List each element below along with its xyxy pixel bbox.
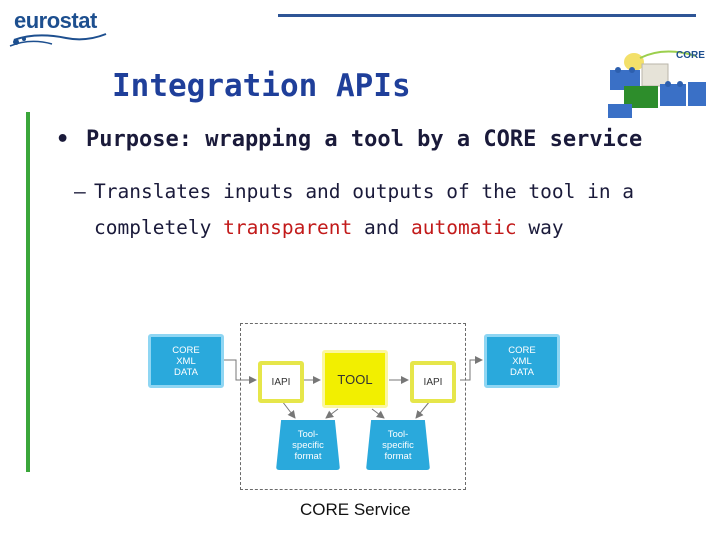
arrow-iapi-to-format-left <box>281 400 296 419</box>
output-data-line-3: DATA <box>510 366 534 378</box>
tool-box: TOOL <box>322 350 388 408</box>
header-divider <box>278 14 696 17</box>
format-left-line-3: format <box>294 450 322 462</box>
lego-blocks-icon <box>608 50 706 118</box>
logo-wordmark: eurostat <box>14 8 97 33</box>
core-badge-label: CORE <box>676 50 705 61</box>
tool-specific-format-left: Tool- specific format <box>276 420 340 470</box>
sub-line-2-middle: and <box>352 216 411 239</box>
arrow-iapi-to-output <box>460 356 483 381</box>
format-left-line-1: Tool- <box>297 428 319 440</box>
output-data-line-1: CORE <box>508 344 536 356</box>
core-logo: CORE <box>604 48 712 120</box>
format-right-line-1: Tool- <box>387 428 409 440</box>
iapi-right: IAPI <box>410 361 456 403</box>
sub-line-2-prefix: completely <box>94 216 224 239</box>
tool-specific-format-right: Tool- specific format <box>366 420 430 470</box>
bullet-text: Purpose: wrapping a tool by a CORE servi… <box>86 127 643 152</box>
core-service-caption: CORE Service <box>300 500 411 519</box>
sub-line-2-suffix: way <box>516 216 564 239</box>
iapi-left: IAPI <box>258 361 304 403</box>
sub-line-2: completely transparent and automatic way <box>94 210 634 246</box>
output-data-line-2: XML <box>512 355 532 367</box>
sub-line-1: –Translates inputs and outputs of the to… <box>74 174 635 210</box>
output-core-xml-data: CORE XML DATA <box>484 334 560 388</box>
bullet-point: • Purpose: wrapping a tool by a CORE serv… <box>56 127 642 152</box>
sub-marker: – <box>74 180 86 203</box>
logo-swoosh-icon <box>9 33 107 47</box>
bullet-marker: • <box>56 127 70 152</box>
input-core-xml-data: CORE XML DATA <box>148 334 224 388</box>
eurostat-logo: eurostat <box>6 8 110 50</box>
sub-point: –Translates inputs and outputs of the to… <box>74 174 635 246</box>
arrow-input-to-iapi <box>224 359 257 384</box>
input-data-line-1: CORE <box>172 344 200 356</box>
format-right-line-3: format <box>384 450 412 462</box>
arrow-tool-to-format-left <box>325 408 339 419</box>
input-data-line-3: DATA <box>174 366 198 378</box>
highlight-transparent: transparent <box>223 216 353 239</box>
core-service-boundary <box>240 323 466 490</box>
accent-bar <box>26 112 30 472</box>
sub-line-1-text: Translates inputs and outputs of the too… <box>94 180 635 203</box>
format-left-line-2: specific <box>292 439 324 451</box>
format-right-line-2: specific <box>382 439 414 451</box>
highlight-automatic: automatic <box>410 216 517 239</box>
arrow-iapi-to-format-right <box>415 400 431 419</box>
slide-title: Integration APIs <box>112 68 411 104</box>
arrow-tool-to-format-right <box>371 408 385 419</box>
input-data-line-2: XML <box>176 355 196 367</box>
